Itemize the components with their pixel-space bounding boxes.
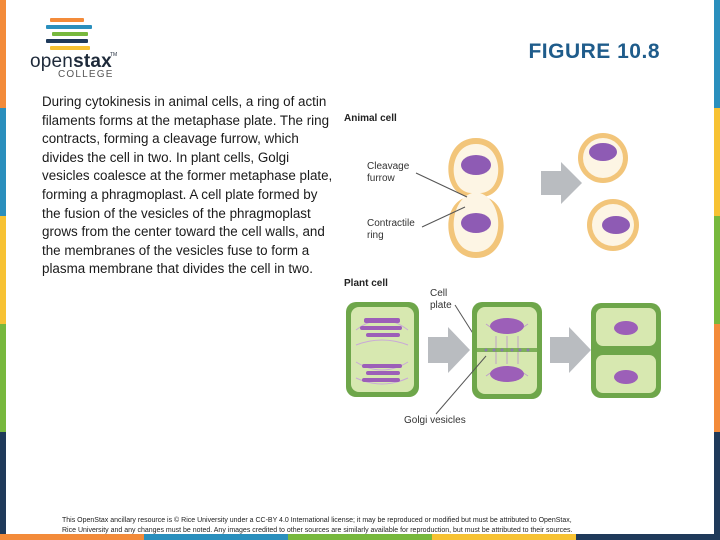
figure-title: FIGURE 10.8 — [528, 40, 660, 63]
ring-pointer — [421, 206, 466, 228]
license-line-2: Rice University and any changes must be … — [62, 527, 573, 534]
logo-college: COLLEGE — [58, 69, 114, 80]
license-footer: This OpenStax ancillary resource is © Ri… — [62, 516, 662, 536]
animal-arrow-icon — [541, 162, 582, 204]
logo-bar-navy — [46, 39, 88, 43]
left-color-strip — [0, 0, 6, 540]
animal-dividing-cell — [448, 138, 504, 258]
logo-bar-blue — [46, 25, 92, 29]
logo-wordmark: openstax — [30, 51, 112, 73]
golgi-vesicles-label: Golgi vesicles — [404, 415, 466, 426]
logo-bar-yellow — [50, 46, 90, 50]
animal-cell-label: Animal cell — [344, 113, 397, 124]
right-color-strip — [714, 0, 720, 540]
logo-trademark: TM — [110, 52, 118, 58]
cleavage-pointer — [415, 172, 468, 198]
logo-word-open: open — [30, 51, 74, 72]
plant-cell-1 — [346, 302, 419, 397]
plant-arrow-1-icon — [428, 327, 470, 373]
openstax-logo — [28, 18, 120, 80]
cell-plate-label: Cell plate — [430, 288, 452, 311]
plant-cell-2 — [472, 302, 542, 399]
bottom-color-strip — [0, 534, 720, 540]
plant-arrow-2-icon — [550, 327, 591, 373]
logo-bar-green — [52, 32, 88, 36]
plant-daughter-cells — [591, 303, 661, 398]
cleavage-furrow-label: Cleavage furrow — [367, 161, 412, 184]
plant-cell-label: Plant cell — [344, 278, 388, 289]
logo-word-stax: stax — [73, 51, 112, 72]
caption-text: During cytokinesis in animal cells, a ri… — [42, 94, 333, 277]
logo-bar-orange — [50, 18, 84, 22]
animal-nucleus-top — [461, 155, 491, 175]
golgi-pointer — [435, 355, 487, 415]
license-line-1: This OpenStax ancillary resource is © Ri… — [62, 517, 572, 524]
cytokinesis-figure: Animal cell Cleavage furrow Contractile … — [344, 113, 661, 426]
animal-daughter-cells — [578, 133, 639, 251]
contractile-ring-label: Contractile ring — [367, 218, 418, 241]
animal-nucleus-bottom — [461, 213, 491, 233]
